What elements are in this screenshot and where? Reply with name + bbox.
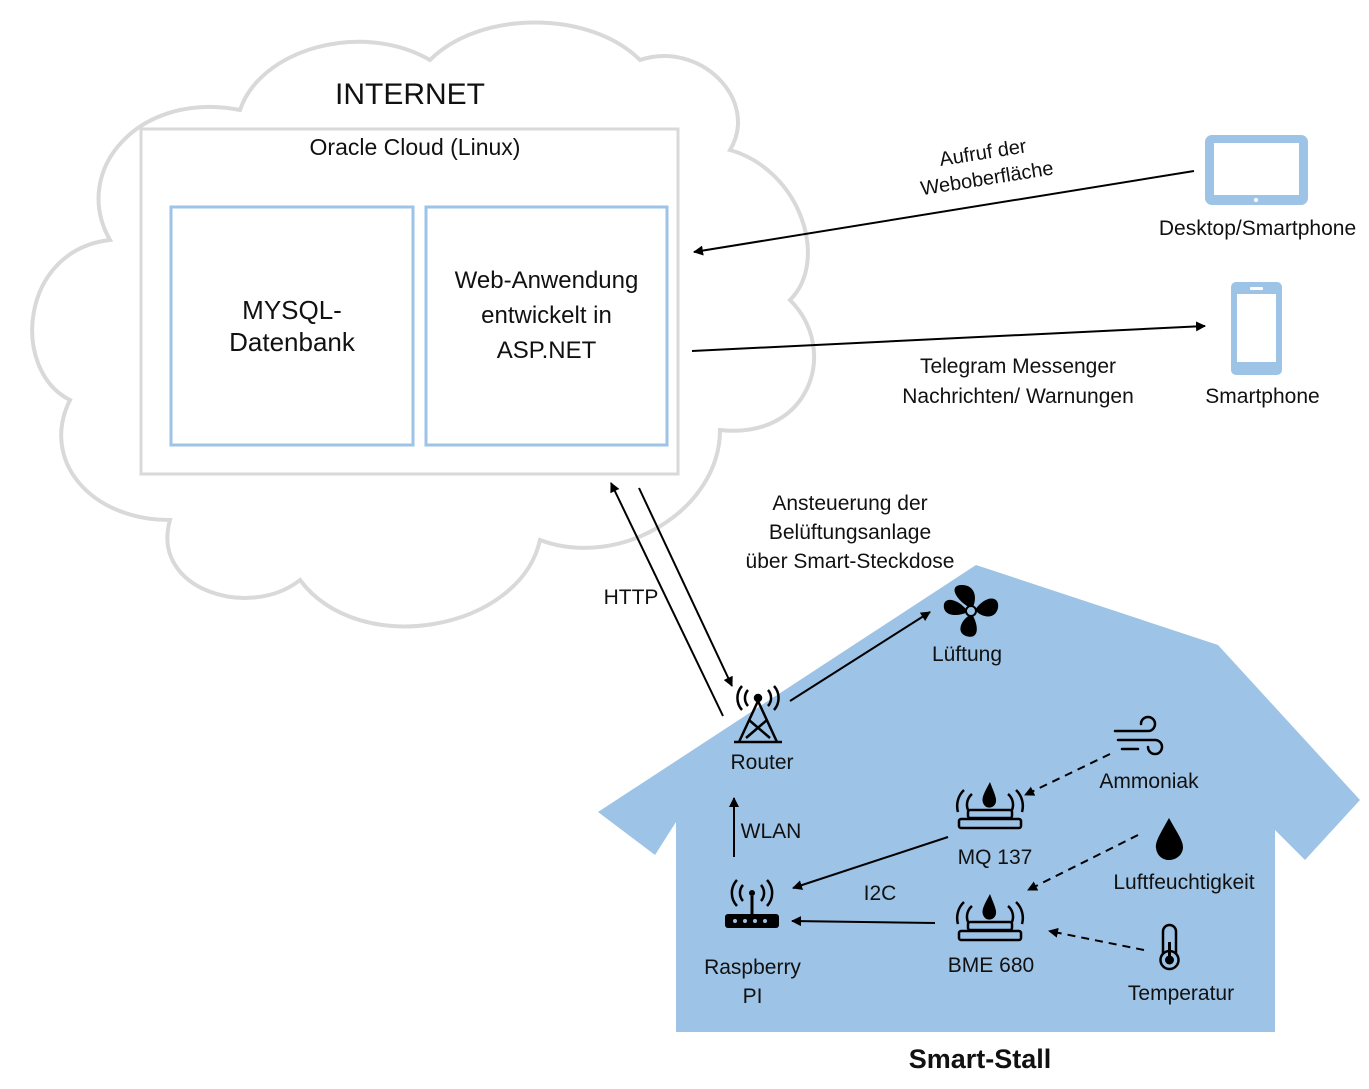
web-app-box [424, 205, 669, 447]
wlan-label: WLAN [740, 820, 802, 843]
arrow-ammonia-mq137 [1024, 753, 1111, 796]
vent-control-line3: über Smart-Steckdose [745, 550, 955, 573]
arrow-bme680-raspberry [791, 916, 936, 927]
ammoniak-label: Ammoniak [1099, 770, 1199, 793]
temperatur-label: Temperatur [1127, 982, 1235, 1005]
water-drop-icon [1155, 818, 1183, 860]
web-app-line2: entwickelt in [481, 302, 612, 329]
mysql-label-line1: MYSQL- [242, 294, 342, 325]
arrow-router-fan [789, 611, 931, 702]
wifi-router-icon [725, 879, 779, 928]
gas-sensor-icon [955, 894, 1025, 942]
web-app-label: Web-Anwendung entwickelt in ASP.NET [429, 263, 664, 368]
arrow-call-webui [693, 170, 1195, 256]
arrow-humidity-bme680 [1027, 834, 1139, 891]
antenna-tower-icon [734, 685, 782, 744]
luftfeuchtigkeit-label: Luftfeuchtigkeit [1113, 871, 1255, 894]
wind-icon [1113, 715, 1164, 756]
mysql-label: MYSQL- Datenbank [174, 210, 410, 442]
telegram-label: Telegram Messenger Nachrichten/ Warnunge… [878, 352, 1158, 412]
mq137-label: MQ 137 [957, 846, 1033, 869]
arrow-temperature-bme680 [1048, 927, 1145, 951]
bme680-label: BME 680 [947, 954, 1035, 977]
tablet-icon [1205, 135, 1308, 205]
internet-title: INTERNET [335, 78, 485, 111]
arrow-telegram [691, 321, 1206, 352]
arrow-mq137-raspberry [792, 836, 949, 890]
vent-control-line2: Belüftungsanlage [768, 521, 932, 544]
telegram-line2: Nachrichten/ Warnungen [902, 385, 1134, 408]
telegram-line1: Telegram Messenger [919, 355, 1117, 378]
smart-stall-title: Smart-Stall [908, 1044, 1052, 1074]
mysql-label-line2: Datenbank [229, 327, 355, 357]
web-app-line1: Web-Anwendung [454, 267, 639, 294]
arrow-http-down [638, 487, 733, 687]
vent-control-label: Ansteuerung der Belüftungsanlage über Sm… [725, 489, 975, 576]
fan-icon [943, 585, 999, 637]
smartphone-icon [1231, 282, 1282, 375]
smartphone-label: Smartphone [1205, 385, 1320, 408]
oracle-cloud-title: Oracle Cloud (Linux) [309, 134, 521, 160]
thermometer-icon [1159, 923, 1180, 971]
web-app-line3: ASP.NET [496, 337, 597, 364]
raspberry-line2: PI [742, 985, 763, 1008]
desktop-smartphone-label: Desktop/Smartphone [1158, 217, 1357, 240]
vent-control-line1: Ansteuerung der [772, 492, 928, 515]
arrow-http-up [610, 482, 724, 717]
raspberry-line1: Raspberry [704, 956, 801, 979]
raspberry-label: Raspberry PI [695, 953, 810, 1011]
gas-sensor-icon [955, 782, 1025, 830]
router-label: Router [730, 751, 794, 774]
luftung-label: Lüftung [931, 643, 1003, 666]
mysql-box [169, 205, 415, 447]
smart-stall-house [598, 565, 1360, 1032]
http-label: HTTP [603, 586, 659, 609]
i2c-label: I2C [863, 882, 897, 905]
